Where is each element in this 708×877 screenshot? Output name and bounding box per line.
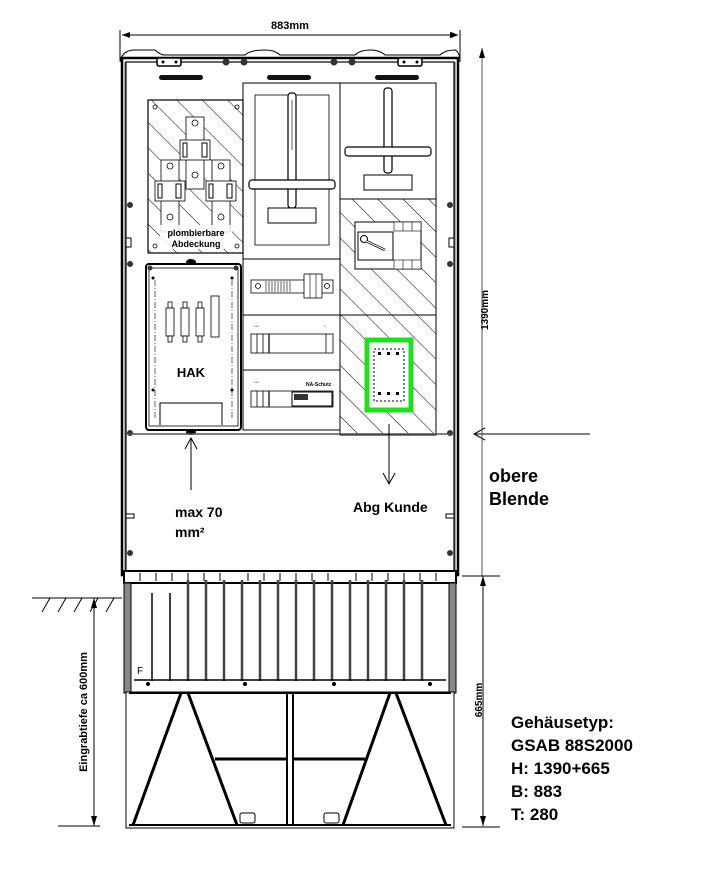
spec-width: B: 883: [511, 782, 562, 801]
spec-depth: T: 280: [511, 805, 558, 824]
ground-line: [32, 597, 122, 827]
upper-height-label: 1390mm: [480, 290, 491, 330]
customer-outlet-label: Abg Kunde: [353, 499, 428, 515]
spec-type-label: Gehäusetyp:: [511, 713, 614, 732]
breaker-row-1: ▫▫▫ ▫: [242, 314, 341, 371]
breaker-row-2: ▫▫▫ NA-Schutz: [242, 369, 341, 431]
na-protection-label: NA-Schutz: [306, 382, 332, 388]
hak-label: HAK: [177, 365, 206, 380]
sealable-cover-label-2: Abdeckung: [171, 239, 220, 249]
svg-text:▫: ▫: [324, 324, 326, 330]
max-cable-label-1: max 70: [175, 504, 223, 520]
upper-panel-label-2: Blende: [489, 489, 549, 509]
max-cable-label-2: mm²: [175, 524, 205, 540]
burial-depth-label: Eingrabtiefe ca 600mm: [78, 652, 90, 772]
foot-marker: F: [137, 666, 143, 677]
hak-unit: HAK: [145, 259, 242, 435]
width-label: 883mm: [271, 20, 309, 32]
spec-height: H: 1390+665: [511, 759, 610, 778]
customer-outlet-panel: [339, 314, 437, 436]
terminal-strip: [242, 258, 341, 316]
sealable-cover-label-1: plombierbare: [167, 228, 224, 238]
width-dimension: [119, 30, 461, 60]
annotation-arrows: [184, 424, 590, 490]
svg-text:▫▫▫: ▫▫▫: [254, 380, 260, 386]
specs-block: Gehäusetyp: GSAB 88S2000 H: 1390+665 B: …: [511, 713, 633, 824]
base-section: F: [123, 570, 457, 829]
meter-field-1: [242, 82, 341, 260]
upper-panel-label-1: obere: [489, 466, 538, 486]
meter-field-2: [339, 82, 437, 200]
svg-text:▫▫▫: ▫▫▫: [254, 324, 260, 330]
height-dimensions: [462, 48, 500, 828]
sealable-cover-panel: plombierbare Abdeckung: [147, 99, 244, 254]
spec-model: GSAB 88S2000: [511, 736, 633, 755]
main-switch-panel: [339, 198, 437, 316]
lower-height-label: 665mm: [474, 683, 485, 718]
